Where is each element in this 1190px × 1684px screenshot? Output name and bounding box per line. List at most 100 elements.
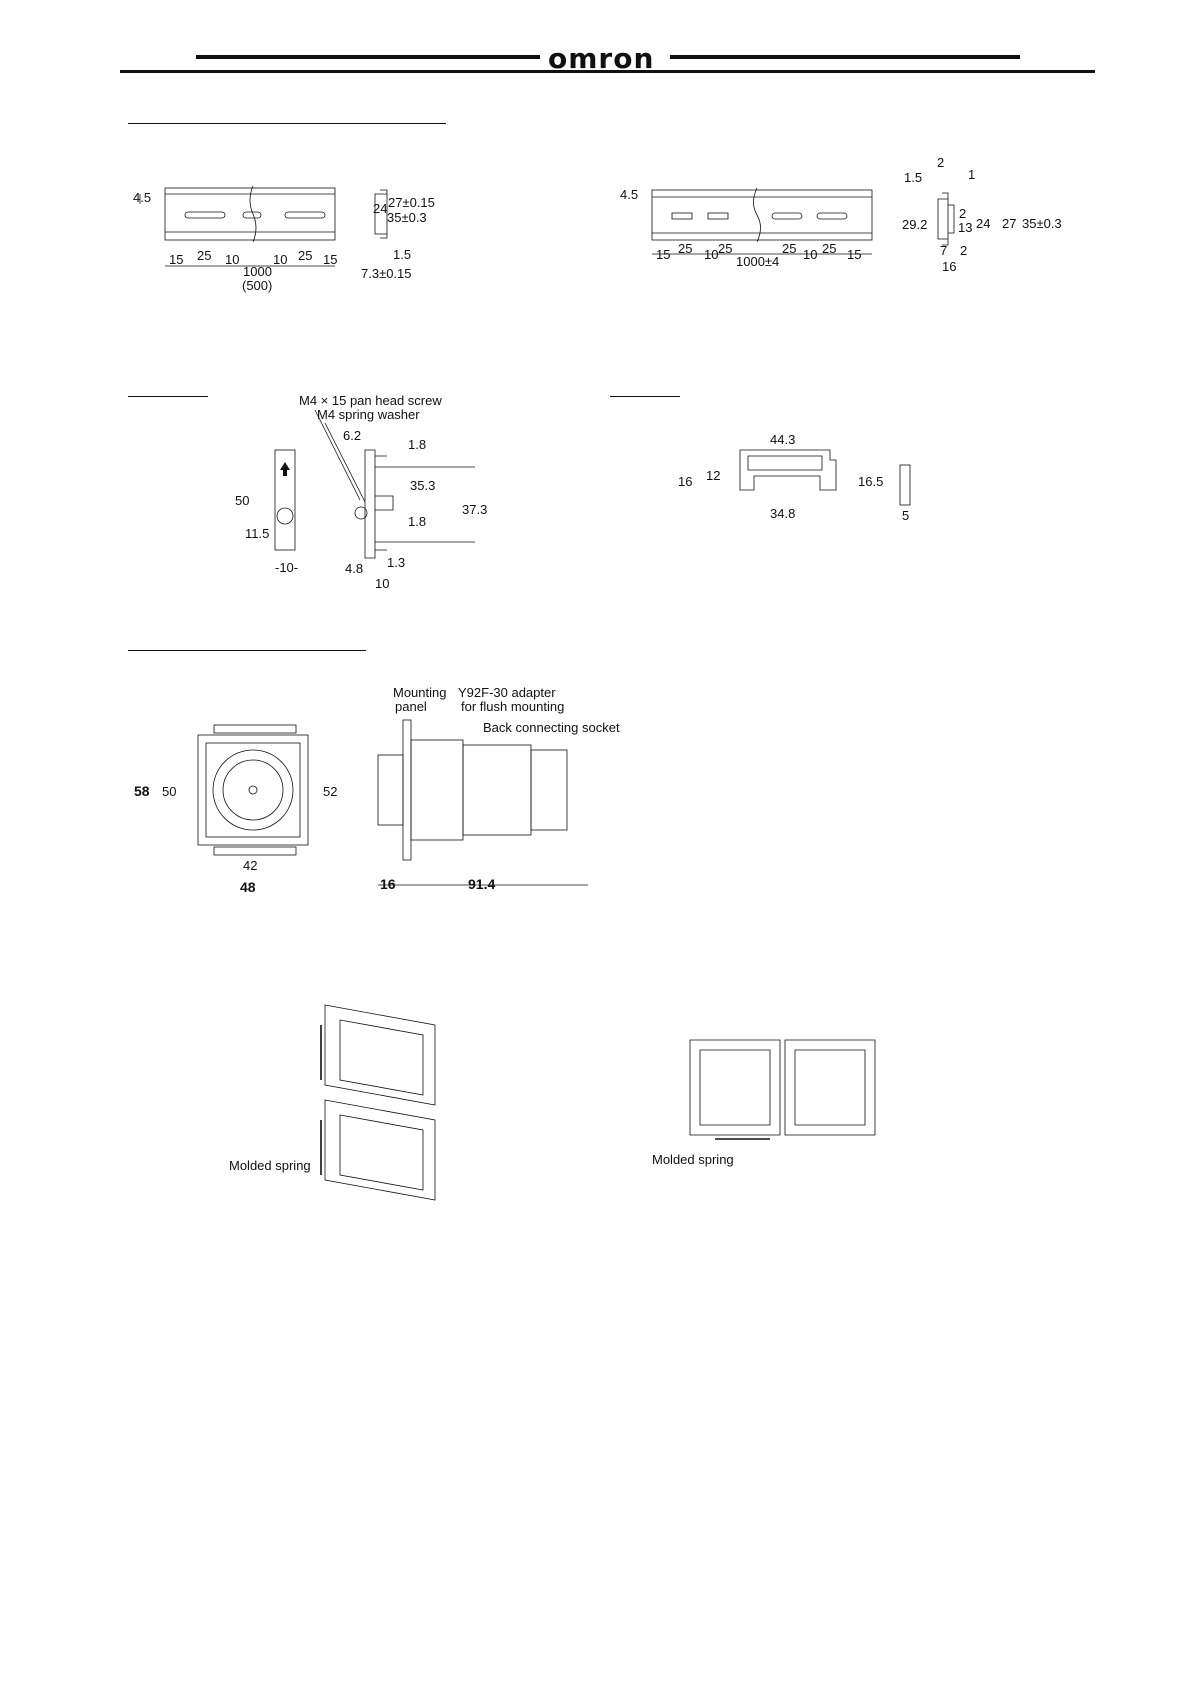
end-plate-dim-w10: -10- [275,560,298,575]
up-arrow-icon [280,462,290,476]
spacer-dim-h12: 12 [706,468,720,483]
screw-hole [276,507,294,525]
rail-b-dim-10b: 10 [803,247,817,262]
top-page-rule [120,70,1095,73]
section-rule-1 [128,123,446,124]
rail-b-dim-b2: 2 [960,243,967,258]
rail-b-dim-s13: 13 [958,220,972,235]
end-plate-dim-b48: 4.8 [345,561,363,576]
rail-b-dim-b7: 7 [940,243,947,258]
rail-a-dim-flange: 7.3±0.15 [361,266,412,281]
spacer-dim-h165: 16.5 [858,474,883,489]
end-plate-side [364,449,394,559]
adapter-dim-d914: 91.4 [468,876,495,892]
end-plate-drawing: 50 11.5 -10- M4 × 15 pan head screw M4 s… [235,393,487,591]
rail-a-slot-3 [284,211,326,219]
rail-a-dim-length: 1000 [243,264,272,279]
adapter-dial-inner [222,759,284,821]
rail-b-slot-3 [771,212,803,220]
rail-b-dim-s2: 2 [959,206,966,221]
rail-b-dim-25c: 25 [782,241,796,256]
rail-b-dim-25d: 25 [822,241,836,256]
rail-b-slot-2 [707,212,729,220]
rail-a-body [164,187,336,241]
end-plate-washer-callout: M4 spring washer [317,407,420,422]
rail-a-dim-width35: 35±0.3 [387,210,427,225]
rail-b-drawing: 4.5 15 25 10 25 1000±4 25 10 25 15 2 1.5… [620,155,1062,274]
rail-b-dim-25a: 25 [678,241,692,256]
end-plate-front [274,449,296,551]
rail-b-dim-s35: 35±0.3 [1022,216,1062,231]
rail-a-profile [374,189,388,239]
horizontal-mount-drawing: Molded spring [652,1039,876,1167]
adapter-dim-h52: 52 [323,784,337,799]
rail-a-dim-15a: 15 [169,252,183,267]
brand-logo: omron [548,42,655,75]
end-plate-screw-callout: M4 × 15 pan head screw [299,393,442,408]
rail-b-dim-s27: 27 [1002,216,1016,231]
rail-a-dim-inner: 24 [373,201,387,216]
rail-a-slot-1 [184,211,226,219]
adapter-clip-bottom [213,846,297,856]
rail-b-dim-s24: 24 [976,216,990,231]
adapter-label-panel-1: Mounting [393,685,446,700]
spacer-side-view [899,464,911,506]
end-plate-dim-h353: 35.3 [410,478,435,493]
rail-b-dim-25b: 25 [718,241,732,256]
frame-top [324,1004,436,1106]
horizontal-mount-label: Molded spring [652,1152,734,1167]
frame-bottom [324,1099,436,1201]
adapter-panel [402,719,412,861]
adapter-label-adapter-1: Y92F-30 adapter [458,685,556,700]
adapter-timer [462,744,532,836]
adapter-clip-top [213,724,297,734]
rail-b-dim-15a: 15 [656,247,670,262]
adapter-front-inner [205,742,301,838]
adapter-drawing: 58 50 52 42 48 Mounting panel Y92F-30 ad… [134,685,620,895]
adapter-dim-h58: 58 [134,783,150,799]
section-rule-3 [610,396,680,397]
end-plate-dim-t62: 6.2 [343,428,361,443]
end-plate-dim-t18a: 1.8 [408,437,426,452]
end-plate-dim-h373: 37.3 [462,502,487,517]
end-plate-dim-b10: 10 [375,576,389,591]
spacer-dim-h16: 16 [678,474,692,489]
rail-a-dim-10a: 10 [225,252,239,267]
frame-left [689,1039,781,1136]
rail-b-dim-top2: 2 [937,155,944,170]
end-plate-leader-1 [314,409,361,501]
rail-a-dim-15b: 15 [323,252,337,267]
spacer-dim-w443: 44.3 [770,432,795,447]
adapter-dial-outer [212,749,294,831]
rail-b-dim-t1: 1 [968,167,975,182]
rail-b-slot-4 [816,212,848,220]
vertical-mount-drawing: Molded spring [229,1004,436,1201]
adapter-label-socket: Back connecting socket [483,720,620,735]
rail-b-dim-15b: 15 [847,247,861,262]
adapter-label-panel-2: panel [395,699,427,714]
adapter-front-frame [197,734,309,846]
adapter-label-adapter-2: for flush mounting [461,699,564,714]
end-plate-dim-h115: 11.5 [245,526,269,541]
header-rule-left [196,55,540,59]
rail-b-profile [937,192,955,246]
rail-b-dim-length: 1000±4 [736,254,779,269]
section-rule-4 [128,650,366,651]
end-plate-dim-t18b: 1.8 [408,514,426,529]
rail-b-body [651,189,873,241]
rail-b-dim-10a: 10 [704,247,718,262]
rail-b-dim-h292: 29.2 [902,217,927,232]
rail-a-dim-width27: 27±0.15 [388,195,435,210]
rail-a-dim-25b: 25 [298,248,312,263]
adapter-dim-w48: 48 [240,879,256,895]
end-plate-dim-h50: 50 [235,493,249,508]
frame-right [784,1039,876,1136]
rail-a-dim-alt-length: (500) [242,278,272,293]
spacer-profile [739,449,837,491]
spacer-dim-d5: 5 [902,508,909,523]
adapter-dim-h50: 50 [162,784,176,799]
spacer-drawing: 44.3 16 12 16.5 34.8 5 [678,432,911,523]
spacer-dim-w348: 34.8 [770,506,795,521]
adapter-face [377,754,404,826]
adapter-dial-center [248,785,258,795]
